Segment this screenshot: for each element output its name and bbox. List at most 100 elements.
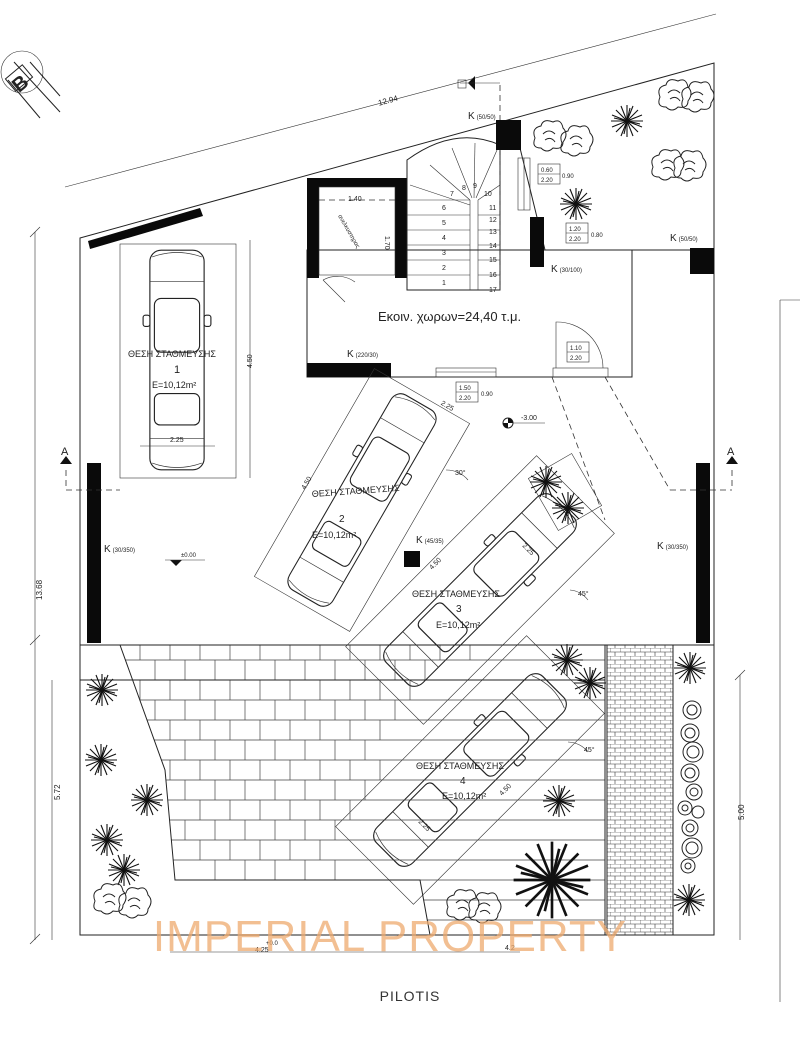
svg-text:12: 12 [489, 217, 497, 224]
angle-45-lower: 45° [584, 746, 595, 754]
level-marker-lower: -3.00 [502, 415, 545, 429]
planter-box [527, 453, 603, 531]
top-dimension-line [64, 13, 717, 188]
brick-strip [606, 644, 674, 936]
column-220-30 [307, 363, 391, 377]
top-dimension: 12.94 [377, 94, 399, 108]
parking-2-number: 3 [456, 604, 462, 615]
svg-text:8: 8 [462, 185, 466, 192]
svg-text:0.90: 0.90 [481, 392, 493, 398]
svg-text:0.80: 0.80 [591, 233, 603, 239]
elevator-label: ανελκυστηρας [336, 214, 360, 250]
north-arrow: B [0, 50, 61, 119]
svg-text:7: 7 [450, 191, 454, 198]
elevator-shaft [318, 186, 396, 276]
svg-text:14: 14 [489, 243, 497, 250]
parking-space-4: 2.25 4.50 ΘΕΣΗ ΣΤΑΘΜΕΥΣΗΣ 1 Ε=10,12m² [119, 240, 254, 479]
svg-text:1.10: 1.10 [570, 346, 582, 352]
svg-text:4: 4 [442, 235, 446, 242]
svg-text:13: 13 [489, 229, 497, 236]
stairs: 1 2 3 4 5 6 7 8 9 10 11 12 13 14 15 16 1… [406, 137, 501, 294]
svg-text:-3.00: -3.00 [521, 415, 537, 422]
bottom-dimension-a: 4.25 [255, 947, 269, 954]
parking-4-length: 4.50 [247, 354, 254, 368]
parking-4-title: ΘΕΣΗ ΣΤΑΘΜΕΥΣΗΣ [128, 349, 216, 359]
opening-tags: 0.60 2.20 0.90 1.20 2.20 0.80 1.10 2.20 1.50 2… [455, 163, 603, 403]
column-label-3: K(220/30) [347, 349, 378, 360]
svg-text:2.25: 2.25 [439, 400, 454, 413]
parking-space-2 [345, 455, 615, 725]
svg-text:2.20: 2.20 [541, 178, 553, 184]
svg-text:17: 17 [489, 287, 497, 294]
column-50-50-right [690, 248, 714, 274]
parking-1-title: ΘΕΣΗ ΣΤΑΘΜΕΥΣΗΣ [416, 761, 504, 771]
left-lower-dimension: 5.72 [53, 784, 62, 800]
bottom-dimension-c: +0.0 [266, 941, 279, 947]
paving-area [120, 645, 605, 921]
svg-text:±0.00: ±0.00 [181, 553, 197, 559]
angle-30: 30° [455, 469, 466, 477]
drawing-caption: PILOTIS [379, 988, 441, 1004]
column-30-350-left [87, 463, 101, 643]
common-area-label: Εκοιν. χωρων=24,40 τ.μ. [378, 309, 521, 324]
column-30-350-right [696, 463, 710, 643]
core-wall-left [307, 178, 319, 278]
core-wall-top [307, 178, 407, 187]
watermark: IMPERIAL PROPERTY [152, 912, 628, 961]
column-45-35 [404, 551, 420, 567]
svg-text:10: 10 [484, 191, 492, 198]
column-label-2: K(30/100) [551, 264, 582, 275]
section-marker-left: A [60, 446, 120, 491]
parking-space-1 [335, 635, 605, 905]
svg-text:1: 1 [442, 280, 446, 287]
column-label-4: K(45/35) [416, 535, 444, 546]
stair-width-dimension: 1.40 [348, 196, 362, 203]
parking-2-title: ΘΕΣΗ ΣΤΑΘΜΕΥΣΗΣ [412, 589, 500, 599]
parking-2-length: 4.50 [428, 557, 443, 572]
north-letter: B [8, 71, 33, 97]
svg-text:0.60: 0.60 [541, 168, 553, 174]
svg-text:1.50: 1.50 [459, 386, 471, 392]
level-marker-street: ±0.00 [165, 553, 205, 566]
parking-1-length: 4.50 [498, 783, 513, 798]
round-planters [677, 700, 705, 874]
svg-text:2.20: 2.20 [459, 396, 471, 402]
svg-text:3: 3 [442, 250, 446, 257]
svg-text:A: A [61, 446, 69, 458]
column-label-5: K(30/350) [104, 544, 135, 555]
svg-text:0.90: 0.90 [562, 174, 574, 180]
svg-text:2: 2 [442, 265, 446, 272]
parking-1-area: Ε=10,12m² [442, 791, 486, 801]
svg-text:5: 5 [442, 220, 446, 227]
stair-depth-dimension: 1.70 [383, 236, 390, 250]
parking-2-area: Ε=10,12m² [436, 620, 480, 630]
parking-3-area: Ε=10,12m² [312, 530, 356, 540]
parking-4-width: 2.25 [170, 437, 184, 444]
section-marker-right: A [670, 446, 738, 491]
parking-3-number: 2 [339, 514, 345, 525]
column-label-6: K(30/350) [657, 541, 688, 552]
door-swing-common [555, 321, 604, 369]
svg-text:1.20: 1.20 [569, 227, 581, 233]
column-label-0: K(50/50) [468, 111, 496, 122]
column-30-100 [530, 217, 544, 267]
right-lower-dimension: 5.00 [737, 804, 746, 820]
parking-4-area: Ε=10,12m² [152, 380, 196, 390]
svg-text:A: A [727, 446, 735, 458]
column-50-50-top [496, 120, 521, 150]
column-label-1: K(50/50) [670, 233, 698, 244]
core-wall-mid [395, 178, 407, 278]
svg-text:9: 9 [473, 183, 477, 190]
svg-text:2.20: 2.20 [570, 356, 582, 362]
boundary-wall-segment [88, 208, 203, 249]
door-swing-elevator [322, 276, 356, 303]
parking-4-number: 1 [174, 364, 180, 376]
angle-45-upper: 45° [578, 590, 589, 598]
svg-text:16: 16 [489, 272, 497, 279]
bottom-dimension-b: 4.2 [505, 945, 515, 952]
svg-text:6: 6 [442, 205, 446, 212]
svg-text:2.20: 2.20 [569, 237, 581, 243]
left-dimension: 13.68 [35, 579, 44, 600]
svg-text:11: 11 [489, 205, 496, 212]
